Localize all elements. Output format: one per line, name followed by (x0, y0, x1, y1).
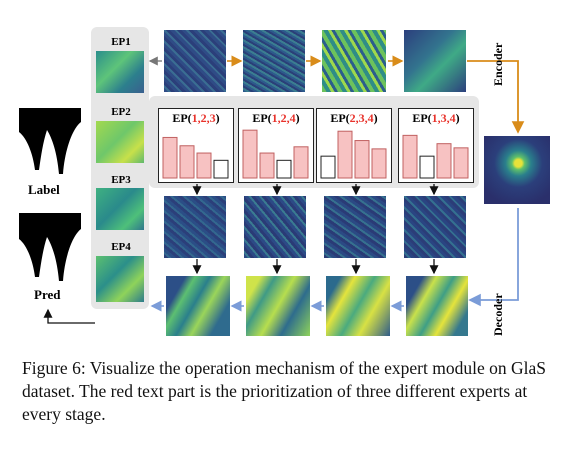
ep-bar-3 (436, 143, 452, 179)
ep-card-title: EP(1,2,4) (239, 111, 313, 126)
encoder-map-2 (243, 30, 305, 92)
mid-map-3 (324, 196, 386, 258)
ep-card-bars (320, 130, 387, 179)
ep3-label: EP3 (111, 174, 131, 186)
connector-arrows (43, 55, 525, 324)
ep1-label: EP1 (111, 36, 131, 48)
ep-card-bars (162, 136, 229, 179)
figure: Label Pred EP1 EP2 EP3 EP4 Encoder Decod… (19, 27, 550, 336)
mid-map-2 (244, 196, 306, 258)
ep-bar-1 (242, 129, 258, 179)
ep-card-order: 2,3,4 (349, 111, 374, 125)
decoder-map-1 (166, 276, 230, 336)
ep4-feature-map (96, 256, 144, 302)
encoder-map-3 (322, 30, 386, 92)
ep-bar-2 (179, 145, 195, 179)
ep1-feature-map (96, 51, 144, 93)
decoder-map-4 (406, 276, 468, 336)
ep-bar-1 (320, 155, 336, 179)
ep-card-suffix: ) (215, 111, 220, 125)
encoder-map-1 (164, 30, 226, 92)
encoder-map-4 (404, 30, 466, 92)
ep-card-title: EP(1,3,4) (399, 111, 473, 126)
ep-card-prefix: EP( (172, 111, 192, 125)
ep2-feature-map (96, 121, 144, 163)
decoder-label: Decoder (491, 293, 505, 336)
ep-card-order: 1,3,4 (431, 111, 456, 125)
ep-card-1: EP(1,2,3) (158, 108, 234, 183)
ep-card-suffix: ) (373, 111, 378, 125)
ep-bar-3 (354, 140, 370, 179)
ep2-label: EP2 (111, 106, 131, 118)
ep-bar-4 (453, 147, 469, 179)
ep4-label: EP4 (111, 241, 131, 253)
label-text: Label (28, 182, 60, 197)
ep-card-suffix: ) (295, 111, 300, 125)
encoder-label: Encoder (491, 42, 505, 86)
ep-bar-4 (213, 159, 229, 179)
decoder-map-2 (246, 276, 310, 336)
ep-card-3: EP(2,3,4) (316, 108, 392, 183)
mid-map-1 (164, 196, 226, 258)
ep-card-prefix: EP( (252, 111, 272, 125)
ep-card-suffix: ) (455, 111, 460, 125)
ep-card-4: EP(1,3,4) (398, 108, 474, 183)
pred-text: Pred (34, 287, 61, 302)
ep-card-2: EP(1,2,4) (238, 108, 314, 183)
ep-bar-1 (162, 136, 178, 179)
ep-card-order: 1,2,4 (271, 111, 296, 125)
ep-card-bars (242, 129, 309, 179)
ep-bar-2 (419, 155, 435, 179)
ep-bar-2 (259, 152, 275, 179)
ep-card-prefix: EP( (330, 111, 350, 125)
ep-card-title: EP(2,3,4) (317, 111, 391, 126)
bottleneck-map (484, 136, 550, 204)
mid-map-4 (404, 196, 466, 258)
ep3-feature-map (96, 188, 144, 230)
ep-card-title: EP(1,2,3) (159, 111, 233, 126)
ep-card-order: 1,2,3 (191, 111, 216, 125)
ep-card-prefix: EP( (412, 111, 432, 125)
figure-caption: Figure 6: Visualize the operation mechan… (22, 358, 546, 424)
ep-bar-1 (402, 134, 418, 179)
label-mask (19, 108, 81, 178)
pred-mask (19, 213, 81, 283)
ep-bar-2 (337, 130, 353, 179)
decoder-map-3 (326, 276, 390, 336)
ep-bar-4 (293, 146, 309, 179)
ep-bar-4 (371, 148, 387, 179)
ep-card-bars (402, 134, 469, 179)
ep-bar-3 (196, 152, 212, 179)
ep-bar-3 (276, 159, 292, 179)
